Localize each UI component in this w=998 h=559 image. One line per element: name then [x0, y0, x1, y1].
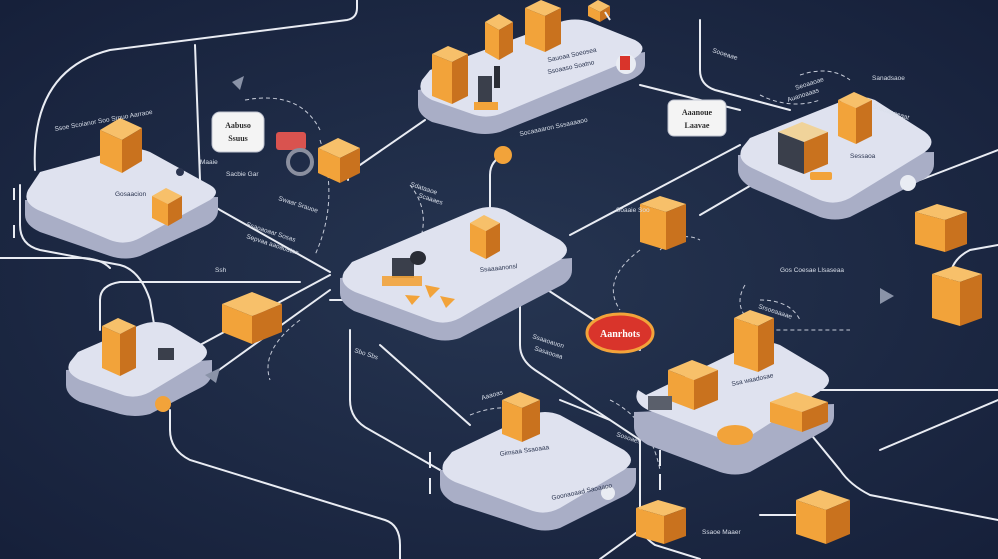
server-box-right — [734, 310, 774, 372]
label-right-mid-2: Gos Coesae Llsaseaa — [780, 267, 844, 274]
cube-top-small — [588, 0, 610, 22]
crate-box-a — [152, 188, 182, 226]
stack-right-3 — [932, 266, 982, 326]
box-top-2 — [485, 14, 513, 60]
red-module — [276, 132, 306, 150]
stack-bottom-1 — [636, 500, 686, 544]
sign-right-line-1: Aaanoue — [682, 108, 713, 117]
connector-plug-1 — [601, 486, 615, 500]
sign-left: Aabuso Ssuus — [211, 111, 265, 153]
robot-arm-icon — [474, 66, 500, 110]
platform-bottom-center[interactable] — [440, 412, 636, 531]
machine-left — [318, 138, 360, 183]
box-top-3 — [432, 46, 468, 104]
label-center-platform: Ssaaaanonsl — [479, 263, 518, 274]
arrow-icon-2 — [205, 368, 220, 383]
dome-right — [717, 425, 753, 445]
stack-bottom-2 — [796, 490, 850, 544]
arrow-marker-1 — [425, 285, 440, 298]
sign-right-line-2: Laavae — [685, 121, 710, 130]
node-dot-3 — [176, 168, 184, 176]
stack-right-2 — [915, 204, 967, 252]
equipment — [100, 0, 982, 544]
box-bottom-center — [502, 392, 540, 442]
device-right — [648, 396, 672, 410]
badge-text: Aanrhots — [600, 329, 640, 340]
server-box-left — [102, 318, 136, 376]
bracket-marks — [13, 11, 661, 494]
label-far-left-small: Ssh — [215, 267, 227, 274]
crate-right — [668, 360, 718, 410]
arrow-marker-3 — [440, 296, 455, 308]
node-dot-2 — [155, 396, 171, 412]
bar-tr — [810, 172, 832, 180]
server-box-a — [100, 118, 142, 173]
label-mid-left-2: Sacbie Gar — [226, 171, 259, 178]
label-mid-left-1: Maaie — [200, 159, 218, 166]
connector-plug-2 — [900, 175, 916, 191]
platform-top-right[interactable] — [738, 97, 934, 220]
gear-icon — [286, 148, 314, 176]
server-box-tr — [838, 92, 872, 144]
arrow-icon-3 — [232, 76, 244, 90]
node-dot-1 — [494, 146, 512, 164]
sign-right: Aaanoue Laavae — [667, 99, 727, 137]
label-top-right-4: Sanadsaoe — [872, 75, 905, 82]
arrow-marker-2 — [405, 295, 420, 305]
device-left — [158, 348, 174, 360]
camera-icon — [382, 251, 426, 286]
platform-top-center[interactable] — [418, 19, 645, 135]
badge: Aanrhots — [585, 312, 655, 354]
box-center — [470, 215, 500, 259]
label-right-mid-1: Soaaie Soo — [616, 207, 650, 214]
crate-left-mid — [222, 292, 282, 344]
sign-left-line-1: Aabuso — [225, 121, 251, 130]
label-platform-a: Gosaacion — [115, 191, 146, 198]
label-bottom-right: Ssaoe Maaer — [702, 529, 741, 536]
label-top-right-platform: Sessaoa — [850, 153, 876, 160]
tower-box-top — [525, 0, 561, 52]
arrow-icon-1 — [880, 288, 894, 304]
rack-tr — [778, 122, 828, 174]
stack-right-1 — [640, 196, 686, 250]
sign-left-line-2: Ssuus — [228, 134, 248, 143]
platform-left-small[interactable] — [66, 322, 212, 416]
crate-right-2 — [770, 392, 828, 432]
red-plug — [620, 56, 630, 70]
